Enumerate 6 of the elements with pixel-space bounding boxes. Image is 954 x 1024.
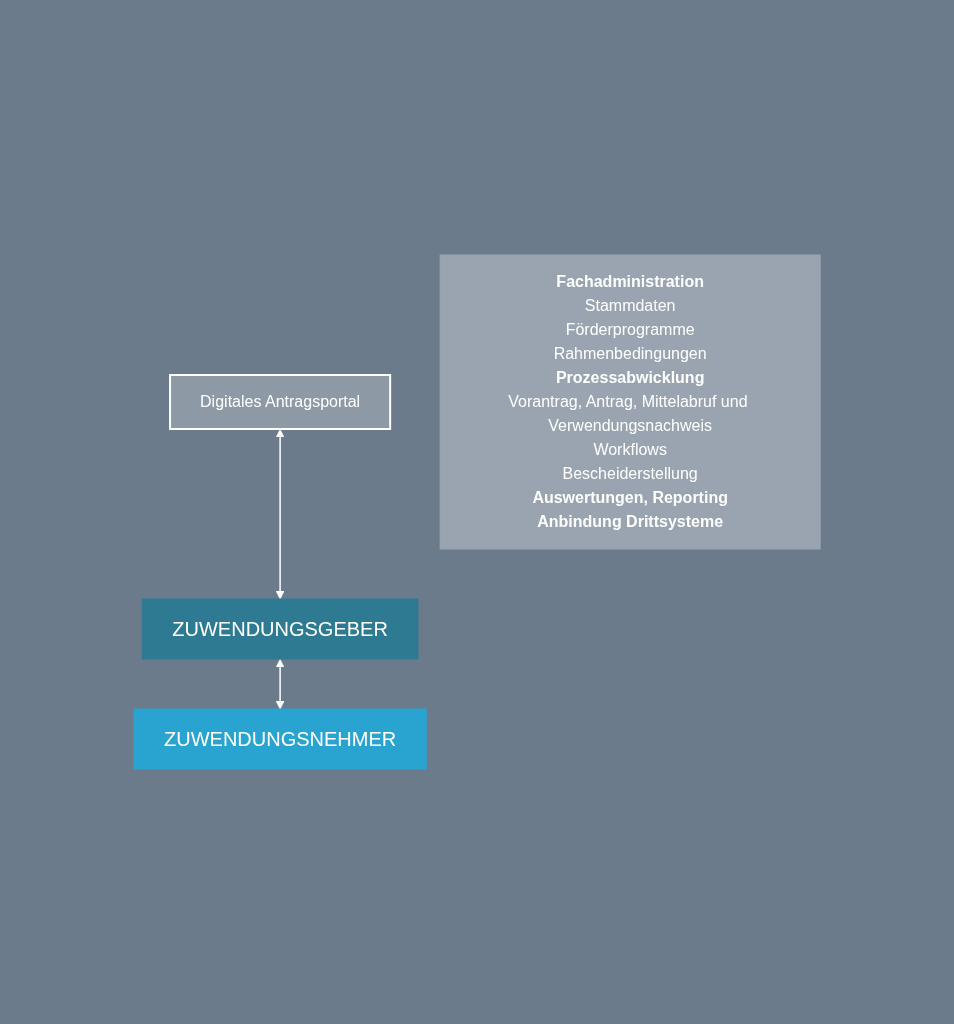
node-box: ZUWENDUNGSGEBER bbox=[141, 598, 419, 660]
node-box: Digitales Antragsportal bbox=[169, 374, 392, 430]
node-box: Fachadministration Stammdaten Förderprogramme Rahmenbedingungen Prozessabwicklung Vorantrag, Antrag, Mittelabruf und Verwendungsnachweis Workflows Bescheiderstellung Auswertungen, Reporting Anbindung Drittsysteme bbox=[439, 254, 821, 550]
node-box: ZUWENDUNGSNEHMER bbox=[133, 708, 427, 770]
arrow bbox=[275, 659, 285, 710]
arrow bbox=[275, 429, 285, 600]
